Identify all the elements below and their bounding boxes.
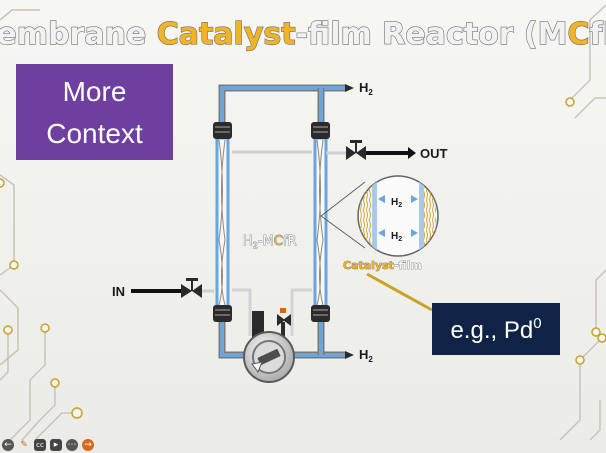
reactor-diagram: H2 H2 OUT IN H2-MCfR (112, 80, 448, 383)
hollow-fiber-column-right (313, 136, 328, 310)
pen-icon[interactable]: ✎ (20, 440, 28, 450)
out-line (326, 140, 416, 160)
h2-bottom-label: H2 (359, 347, 373, 364)
recirculation-pump (243, 308, 295, 383)
decorative-circuit-nodes (0, 97, 606, 419)
player-toolbar: ← ✎ cc ▸ ⋯ → (2, 438, 94, 452)
in-label: IN (112, 284, 125, 299)
reactor-label: H2-MCfR (243, 234, 296, 250)
bottom-gas-manifold (218, 322, 354, 359)
h2-top-label: H2 (359, 80, 373, 97)
top-gas-manifold (218, 84, 354, 125)
zoom-h2-top-label: H2 (391, 197, 402, 209)
video-icon[interactable]: ▸ (50, 439, 62, 451)
catalyst-pointer-line (366, 272, 433, 312)
example-catalyst-box: e.g., Pd0 (432, 303, 560, 355)
cc-icon[interactable]: cc (34, 439, 46, 451)
out-label: OUT (420, 146, 448, 161)
slide-title: Membrane Catalyst-film Reactor (MCfR) (0, 17, 606, 52)
hollow-fiber-column-left (215, 136, 230, 310)
more-context-line1: More (63, 76, 127, 107)
example-catalyst-text: e.g., Pd0 (450, 315, 541, 344)
catalyst-film-label: Catalyst-film (343, 259, 422, 272)
column-end-caps (213, 122, 330, 322)
more-icon[interactable]: ⋯ (66, 439, 78, 451)
back-icon[interactable]: ← (2, 439, 14, 451)
in-line (131, 278, 214, 298)
liquid-loop-lines (232, 288, 312, 336)
zoom-callout-lines (320, 181, 366, 249)
next-icon[interactable]: → (82, 439, 94, 451)
more-context-button[interactable]: More Context (16, 64, 173, 160)
membrane-zoom-inset: H2 H2 (357, 175, 439, 257)
more-context-line2: Context (46, 118, 143, 149)
zoom-h2-bottom-label: H2 (391, 231, 402, 243)
decorative-circuit-lines (0, 4, 606, 441)
